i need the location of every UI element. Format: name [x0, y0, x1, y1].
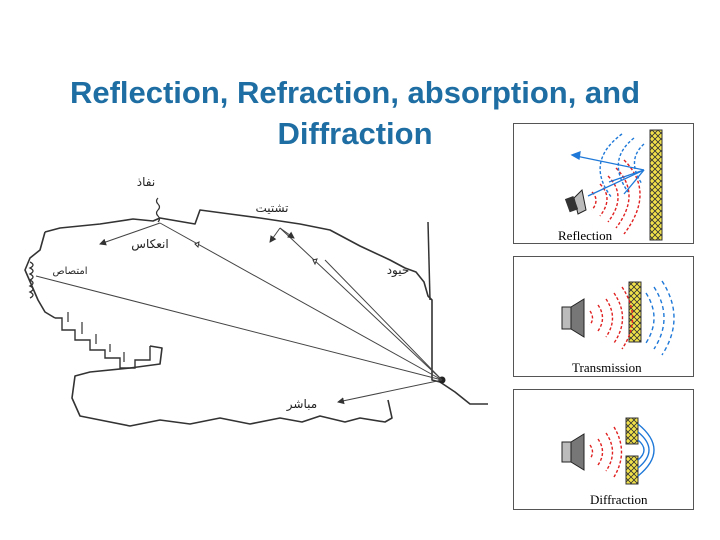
- reflection-panel: Reflection: [513, 123, 694, 244]
- label-reflection-ar: انعكاس: [131, 237, 168, 252]
- incident-waves: [589, 286, 634, 350]
- staircase: [55, 317, 151, 369]
- direction-markers: [194, 241, 318, 266]
- barrier-top: [625, 417, 639, 445]
- label-scattering-ar: تشتيت: [255, 201, 288, 215]
- transmission-illustration: [561, 280, 675, 356]
- sound-rays: [35, 222, 443, 405]
- reflected-waves: [599, 133, 645, 199]
- label-direct-ar: مباشر: [286, 397, 317, 412]
- transmission-squiggle: [155, 197, 161, 223]
- absorber-coil: [28, 261, 34, 299]
- reflection-rays: [570, 151, 645, 197]
- label-diffraction-ar: حيود: [387, 263, 410, 278]
- barrier-reflection: [649, 129, 663, 241]
- label-absorption-ar: امتصاص: [53, 266, 88, 277]
- speaker-icon: [564, 188, 587, 215]
- transmitted-waves: [645, 280, 675, 356]
- room-acoustics-sketch: نفاذ انعكاس تشتيت امتصاص حيود مباشر: [24, 175, 488, 427]
- label-transmission-ar: نفاذ: [137, 175, 155, 189]
- diffraction-label: Diffraction: [590, 492, 648, 507]
- incident-waves: [589, 426, 623, 478]
- speaker-icon: [561, 298, 585, 338]
- speaker-icon: [561, 433, 585, 471]
- diffracted-waves: [637, 423, 655, 477]
- diffraction-illustration: [561, 417, 655, 485]
- transmission-panel: Transmission: [513, 256, 694, 377]
- diffraction-panel: Diffraction: [513, 389, 694, 510]
- transmission-label: Transmission: [572, 360, 642, 375]
- barrier-bottom: [625, 455, 639, 485]
- room-outline: [24, 209, 488, 427]
- incident-waves: [591, 159, 641, 235]
- reflection-illustration: [564, 129, 663, 241]
- slide-title: Reflection, Refraction, absorption, and …: [0, 72, 710, 154]
- staircase-ticks: [67, 312, 125, 362]
- title-line-1: Reflection, Refraction, absorption, and: [69, 75, 641, 110]
- reflection-label: Reflection: [558, 228, 613, 243]
- barrier-transmission: [628, 281, 642, 343]
- room-right-wall: [427, 221, 431, 301]
- title-line-2: Diffraction: [277, 116, 433, 151]
